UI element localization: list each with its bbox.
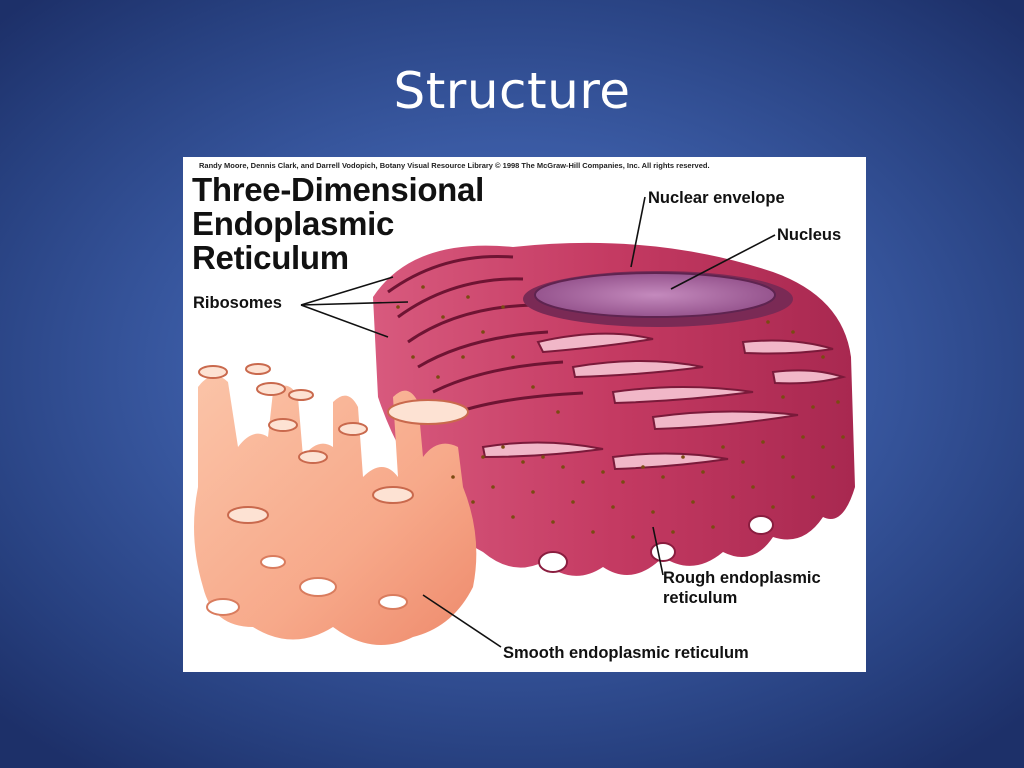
- nucleus-shape: [535, 273, 775, 317]
- nuclear-envelope-leader: [630, 196, 646, 268]
- ribosomes-leader-2: [300, 301, 409, 306]
- diagram-title-line-2: Endoplasmic: [192, 205, 395, 242]
- smooth-er-leader: [422, 594, 502, 648]
- label-nucleus: Nucleus: [777, 226, 842, 244]
- slide-title: Structure: [393, 62, 631, 120]
- nucleus-leader: [670, 234, 776, 290]
- rough-er-body: [373, 242, 855, 576]
- diagram-title-line-3: Reticulum: [192, 239, 349, 276]
- rough-er-leader: [652, 526, 664, 576]
- ribosome-dots: [396, 285, 845, 539]
- er-diagram: Randy Moore, Dennis Clark, and Darrell V…: [183, 157, 866, 672]
- diagram-title: Three-Dimensional Endoplasmic Reticulum: [192, 173, 484, 275]
- label-rough-er-line-2: reticulum: [663, 589, 738, 607]
- image-credit: Randy Moore, Dennis Clark, and Darrell V…: [199, 161, 710, 170]
- er-illustration: [194, 196, 855, 648]
- label-rough-er-line-1: Rough endoplasmic: [663, 569, 821, 587]
- ribosomes-leader-1: [300, 276, 394, 306]
- label-ribosomes: Ribosomes: [193, 294, 282, 312]
- label-smooth-er: Smooth endoplasmic reticulum: [503, 644, 749, 662]
- ribosomes-leader-3: [300, 304, 389, 338]
- smooth-er-body: [194, 375, 477, 645]
- label-nuclear-envelope: Nuclear envelope: [648, 189, 785, 207]
- diagram-title-line-1: Three-Dimensional: [192, 171, 484, 208]
